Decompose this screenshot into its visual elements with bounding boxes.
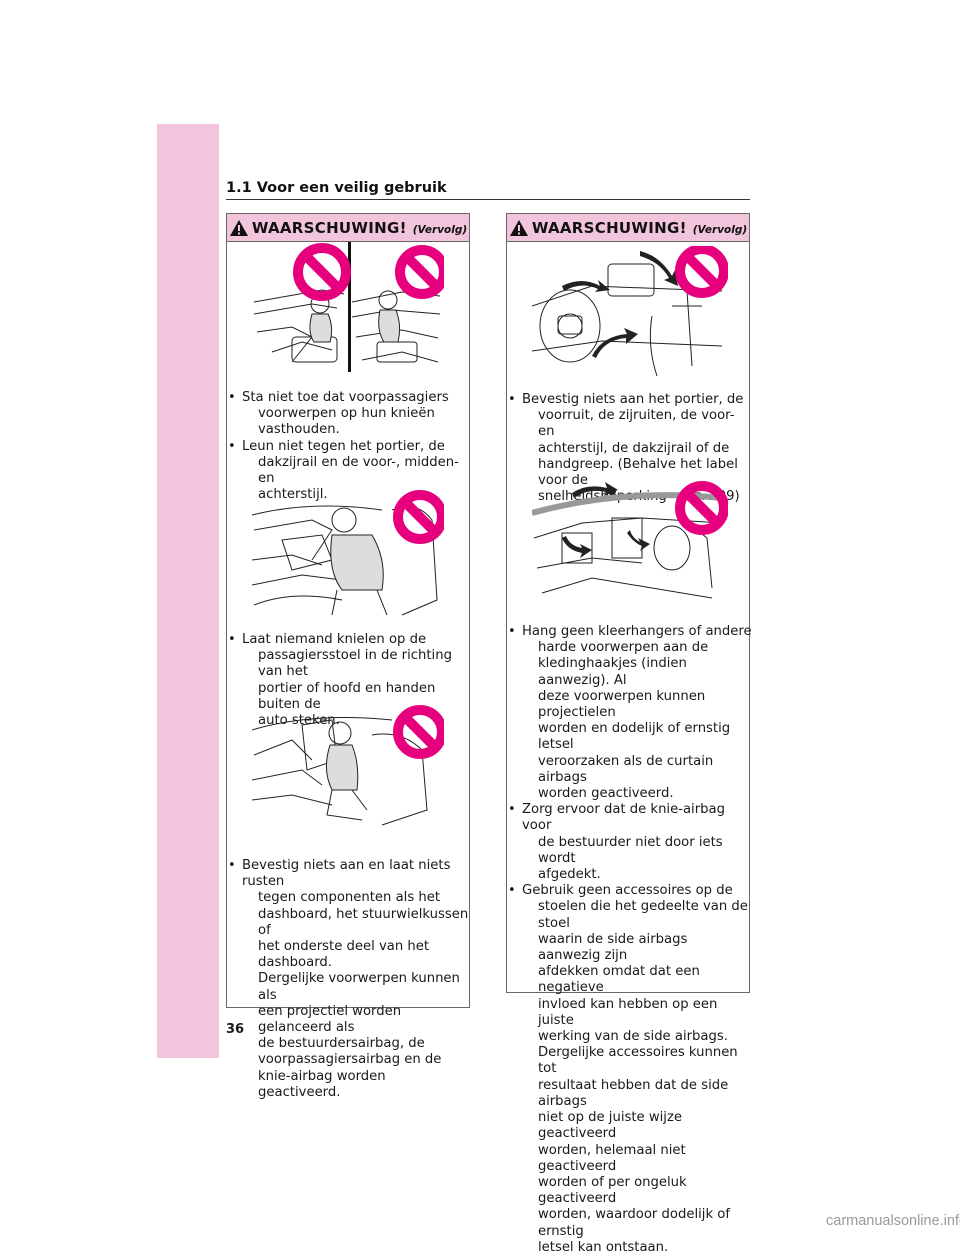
list-item: voorwerpen op hun knieën [258, 406, 435, 422]
list-item: voorpassagiersairbag en de [258, 1052, 442, 1068]
list-item: worden en dodelijk of ernstig letsel [538, 721, 731, 753]
list-item: worden geactiveerd. [538, 786, 674, 802]
list-item: worden, helemaal niet geactiveerd [538, 1142, 686, 1174]
list-item: achterstijl, de dakzijrail of de [538, 440, 730, 456]
warning-triangle-icon [229, 219, 248, 236]
list-item: tegen componenten als het [258, 890, 441, 906]
warning-title: WAARSCHUWING! [251, 218, 407, 237]
list-item: Dergelijke voorwerpen kunnen als [258, 971, 460, 1003]
prohibition-icon [393, 490, 444, 544]
left-bullet-list-2: •Laat niemand knielen op de passagiersst… [226, 632, 470, 729]
list-item: afgedekt. [538, 867, 601, 883]
list-item: achterstijl. [258, 487, 328, 503]
list-item: •Sta niet toe dat voorpassagiers [228, 390, 449, 405]
watermark: carmanualsonline.info [826, 1213, 960, 1229]
list-item: het onderste deel van het dashboard. [258, 939, 430, 971]
list-item: •Leun niet tegen het portier, de [228, 438, 445, 454]
list-item: portier of hoofd en handen buiten de [258, 680, 436, 712]
list-item: resultaat hebben dat de side airbags [538, 1077, 729, 1109]
warning-subtitle: (Vervolg) [412, 223, 468, 236]
prohibition-icon [395, 245, 444, 299]
list-item: letsel kan ontstaan. [538, 1239, 669, 1255]
list-item: Dergelijke accessoires kunnen tot [538, 1045, 738, 1077]
car-interior-illustration [532, 481, 728, 599]
prohibition-icon [393, 705, 444, 759]
list-item: •Zorg ervoor dat de knie-airbag voor [508, 802, 725, 834]
leaning-door-illustration [252, 490, 444, 616]
passenger-objects-illustration [253, 242, 444, 372]
list-item: harde voorwerpen aan de [538, 640, 709, 656]
list-item: werking van de side airbags. [538, 1029, 728, 1045]
list-item: worden, waardoor dodelijk of ernstig [538, 1207, 730, 1239]
list-item: knie-airbag worden geactiveerd. [258, 1068, 386, 1100]
prohibition-icon [293, 243, 351, 301]
list-item: handgreep. (Behalve het label voor de [538, 456, 738, 489]
right-bullet-list-2: •Hang geen kleerhangers of andere harde … [506, 624, 752, 1256]
list-item: invloed kan hebben op een juiste [538, 996, 718, 1028]
list-item: de bestuurdersairbag, de [258, 1036, 425, 1052]
warning-header: WAARSCHUWING! (Vervolg) [227, 214, 469, 242]
left-bullet-list-3: •Bevestig niets aan en laat niets rusten… [226, 858, 470, 1101]
left-bullet-list-1: •Sta niet toe dat voorpassagiers voorwer… [226, 390, 470, 503]
list-item: •Laat niemand knielen op de [228, 632, 427, 647]
warning-box-right: WAARSCHUWING! (Vervolg) [506, 213, 750, 993]
list-item: voorruit, de zijruiten, de voor- en [538, 408, 735, 440]
list-item: dakzijrail en de voor-, midden- en [258, 454, 459, 487]
list-item: worden of per ongeluk geactiveerd [538, 1174, 687, 1207]
list-item: de bestuurder niet door iets wordt [538, 834, 723, 866]
list-item: •Bevestig niets aan het portier, de [508, 392, 744, 407]
warning-triangle-icon [509, 219, 528, 236]
list-item: passagiersstoel in de richting van het [258, 648, 452, 680]
list-item: dashboard, het stuurwielkussen of [258, 906, 469, 938]
header-rule [226, 199, 750, 200]
kneeling-seat-illustration [252, 705, 444, 826]
list-item: deze voorwerpen kunnen projectielen [538, 688, 706, 721]
prohibition-icon [675, 481, 728, 535]
list-item: •Hang geen kleerhangers of andere [508, 624, 752, 639]
list-item: stoelen die het gedeelte van de stoel [538, 899, 748, 931]
chapter-side-tab [157, 124, 219, 1058]
list-item: afdekken omdat dat een negatieve [538, 964, 700, 996]
page-number: 36 [226, 1022, 245, 1037]
list-item: •Bevestig niets aan en laat niets rusten [228, 858, 451, 890]
list-item: een projectiel worden gelanceerd als [258, 1003, 402, 1036]
section-title: 1.1 Voor een veilig gebruik [226, 180, 447, 196]
list-item: kledinghaakjes (indien aanwezig). Al [538, 656, 687, 688]
list-item: niet op de juiste wijze geactiveerd [538, 1110, 682, 1142]
prohibition-icon [675, 246, 728, 298]
warning-subtitle: (Vervolg) [692, 223, 748, 236]
list-item: waarin de side airbags aanwezig zijn [538, 931, 688, 964]
list-item: veroorzaken als de curtain airbags [538, 753, 714, 785]
warning-title: WAARSCHUWING! [531, 218, 687, 237]
list-item: •Gebruik geen accessoires op de [508, 883, 733, 899]
warning-header: WAARSCHUWING! (Vervolg) [507, 214, 749, 242]
list-item: vasthouden. [258, 422, 340, 438]
dashboard-illustration [532, 246, 728, 377]
